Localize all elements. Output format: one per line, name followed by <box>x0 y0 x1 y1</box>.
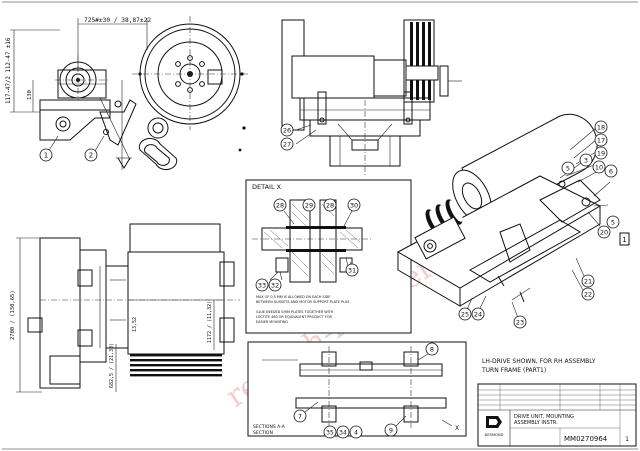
section-a-a-view: X SECTIONS A-A SECTION 7 35 34 4 9 8 <box>247 341 467 439</box>
bottom-fins <box>130 354 222 377</box>
balloon-27: 27 <box>283 141 291 149</box>
detail-balloon-29: 29 <box>305 202 313 210</box>
iso-balloon-19: 19 <box>597 150 605 158</box>
iso-balloon-6: 6 <box>609 168 613 176</box>
inner-vertical-dimension: 13,52 <box>132 317 138 332</box>
iso-balloon-24: 24 <box>474 311 482 319</box>
hatched-section <box>263 203 361 277</box>
section-balloon-7: 7 <box>298 413 302 421</box>
detail-note-line-2: BETWEEN GUSSETS AND MOTOR SUPPORT PLATE … <box>256 300 349 304</box>
sheet-number: 1 <box>625 436 629 443</box>
section-balloon-35: 35 <box>326 430 334 437</box>
view-note-line-2: TURN FRAME (PART1) <box>481 367 546 374</box>
balloon-1: 1 <box>44 152 48 160</box>
top-left-side-view: 725#±30 / 38,87±22 117-47/2 112-47 ±16 1… <box>6 16 250 171</box>
section-balloon-4: 4 <box>354 430 358 437</box>
iso-balloon-18: 18 <box>597 124 605 132</box>
section-marker: X <box>455 425 459 432</box>
iso-balloon-3: 3 <box>584 157 588 165</box>
bottom-height-dimension: 2700 / (130,65) <box>10 290 16 340</box>
detail-balloon-28b: 28 <box>326 202 334 210</box>
title-line-2: ASSEMBLY INSTR. <box>514 420 558 426</box>
mid-vertical-dimension: 682,5 / (21,30) <box>109 343 115 388</box>
iso-balloon-5b: 5 <box>611 219 615 227</box>
balloon-26: 26 <box>283 127 291 135</box>
iso-balloon-21: 21 <box>584 278 592 286</box>
view-note-line-1: LH-DRIVE SHOWN, FOR RH ASSEMBLY <box>482 358 596 365</box>
small-vertical-dimension: 130 <box>27 90 33 100</box>
company-name: DESMOND <box>485 433 504 437</box>
iso-balloon-23: 23 <box>516 319 524 327</box>
section-balloon-8: 8 <box>430 346 434 354</box>
detail-note-line-1: MAX OF 0,5 MM IS ALLOWED ON EACH SIDE <box>256 295 330 299</box>
iso-balloon-5a: 5 <box>566 165 570 173</box>
detail-balloon-30: 30 <box>350 202 358 210</box>
iso-balloon-10: 10 <box>595 164 603 172</box>
detail-balloon-33: 33 <box>258 282 266 290</box>
iso-balloon-20: 20 <box>600 229 608 237</box>
detail-balloon-28a: 28 <box>276 202 284 210</box>
section-label-2: SECTION <box>253 430 273 436</box>
detail-note-line-4: LOCTITE 480 OR EQUIVALENT PRODUCT FOR <box>256 315 333 319</box>
top-middle-front-view: 26 27 <box>280 19 462 175</box>
title-block: DESMOND DRIVE UNIT, MOUNTING ASSEMBLY IN… <box>477 383 637 447</box>
section-label-1: SECTIONS A-A <box>253 424 286 430</box>
title-line-1: DRIVE UNIT, MOUNTING <box>514 414 574 420</box>
detail-balloon-31: 31 <box>348 267 356 275</box>
isometric-view: 18 17 19 10 3 5 6 5 20 21 22 23 24 25 1 <box>396 113 630 329</box>
section-balloon-34: 34 <box>339 430 347 437</box>
iso-balloon-22: 22 <box>584 291 592 299</box>
detail-title: DETAIL X <box>252 183 282 191</box>
iso-balloon-25: 25 <box>461 311 469 319</box>
detail-note-line-5: EASIER MOUNTING <box>256 320 288 324</box>
iso-marker: 1 <box>622 236 626 244</box>
left-height-dimension: 117-47/2 112-47 ±16 <box>6 37 12 104</box>
detail-x-panel: DETAIL X 28 29 2 <box>245 179 412 334</box>
bottom-left-plan-view: 2700 / (130,65) 682,5 / (21,30) 1172 / (… <box>10 223 240 393</box>
detail-note-line-3: GLUE NEEDED SHIM PLATES TOGETHER WITH <box>256 310 334 314</box>
right-vertical-dimension: 1172 / (11,32) <box>207 301 213 343</box>
cooling-fins <box>410 22 431 100</box>
section-balloon-9: 9 <box>389 427 393 435</box>
iso-balloon-17: 17 <box>597 137 605 145</box>
drawing-number: MM0270964 <box>564 435 608 443</box>
detail-balloon-32: 32 <box>271 282 279 290</box>
top-width-dimension: 725#±30 / 38,87±22 <box>84 17 151 24</box>
balloon-2: 2 <box>89 152 93 160</box>
